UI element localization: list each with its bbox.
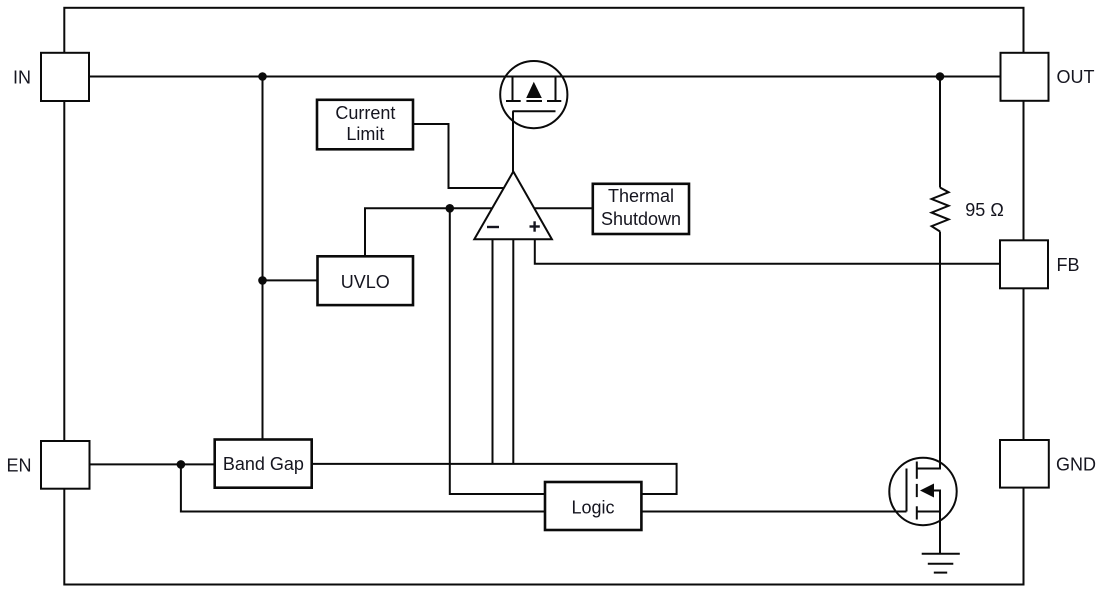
svg-text:Logic: Logic	[571, 498, 614, 518]
svg-text:UVLO: UVLO	[341, 272, 390, 292]
svg-text:GND: GND	[1056, 454, 1096, 474]
svg-text:EN: EN	[6, 455, 31, 475]
svg-text:Shutdown: Shutdown	[601, 209, 681, 229]
svg-text:Limit: Limit	[346, 124, 384, 144]
svg-text:OUT: OUT	[1057, 67, 1095, 87]
svg-text:IN: IN	[13, 67, 31, 87]
svg-text:Thermal: Thermal	[608, 186, 674, 206]
svg-text:Current: Current	[335, 103, 395, 123]
svg-text:FB: FB	[1057, 255, 1080, 275]
svg-text:95 Ω: 95 Ω	[965, 200, 1003, 220]
svg-text:Band Gap: Band Gap	[223, 454, 304, 474]
